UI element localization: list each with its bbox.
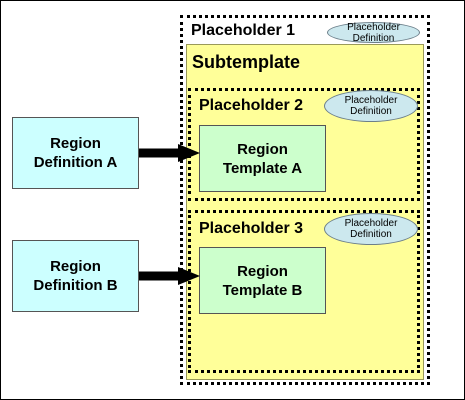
subtemplate-title: Subtemplate (192, 52, 301, 72)
region-definition-a: Region Definition A (12, 117, 139, 189)
region-template-b-line1: Region (237, 262, 288, 280)
region-template-b: Region Template B (199, 247, 326, 314)
placeholder-2-definition-line1: Placeholder (344, 95, 398, 106)
arrow-a (139, 144, 200, 162)
placeholder-3-definition-line1: Placeholder (344, 218, 398, 229)
placeholder-2-title: Placeholder 2 (199, 97, 304, 114)
region-template-a-line2: Template A (222, 159, 303, 177)
placeholder-2-definition: Placeholder Definition (324, 90, 418, 122)
placeholder-1-title: Placeholder 1 (191, 22, 296, 39)
placeholder-1-definition-label: Placeholder Definition (347, 21, 400, 44)
placeholder-1-definition: Placeholder Definition (327, 21, 420, 44)
region-definition-b-line1: Region (50, 258, 101, 275)
region-definition-a-line2: Definition A (33, 154, 118, 171)
placeholder-3-definition: Placeholder Definition (324, 213, 418, 245)
region-template-a-line1: Region (237, 140, 288, 158)
placeholder-2-definition-line2: Definition (350, 106, 392, 117)
placeholder-3-title: Placeholder 3 (199, 220, 304, 237)
region-template-a: Region Template A (199, 125, 326, 192)
region-template-b-line2: Template B (222, 281, 303, 299)
arrow-b (139, 267, 200, 285)
region-definition-b-line2: Definition B (33, 277, 118, 294)
region-definition-a-line1: Region (50, 135, 101, 152)
placeholder-3-definition-line2: Definition (350, 229, 392, 240)
region-definition-b: Region Definition B (12, 240, 139, 312)
